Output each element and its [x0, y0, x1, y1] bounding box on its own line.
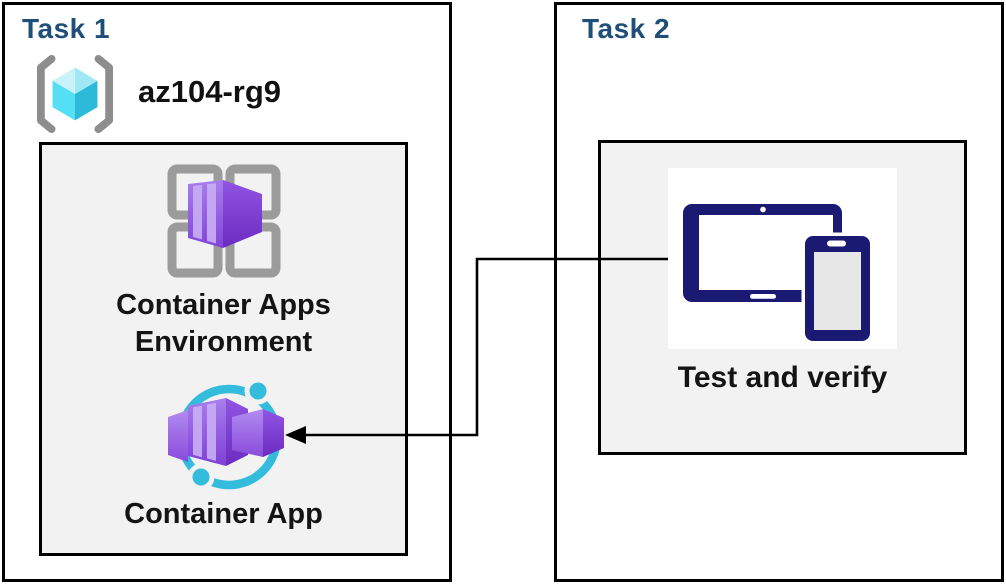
resource-group-row: az104-rg9 [28, 54, 428, 138]
container-apps-environment-icon [167, 164, 281, 278]
task1-box: Task 1 az104-rg9 [2, 2, 452, 582]
resource-group-icon [36, 54, 114, 134]
container-app-icon [168, 377, 284, 491]
task2-title: Task 2 [582, 13, 671, 44]
test-and-verify-panel: Test and verify [598, 140, 967, 455]
task2-box: Task 2 Test and verify [554, 2, 1004, 582]
environment-label-line2: Environment [134, 326, 313, 358]
tablet-phone-icon [668, 168, 897, 349]
environment-label-line1: Container Apps [116, 289, 331, 321]
task1-title: Task 1 [22, 13, 111, 44]
environment-label: Container Apps Environment [42, 287, 405, 361]
resource-group-name: az104-rg9 [138, 74, 282, 109]
container-app-label: Container App [124, 498, 323, 530]
container-apps-environment-panel: Container Apps Environment [39, 142, 408, 556]
test-and-verify-label: Test and verify [677, 361, 888, 394]
